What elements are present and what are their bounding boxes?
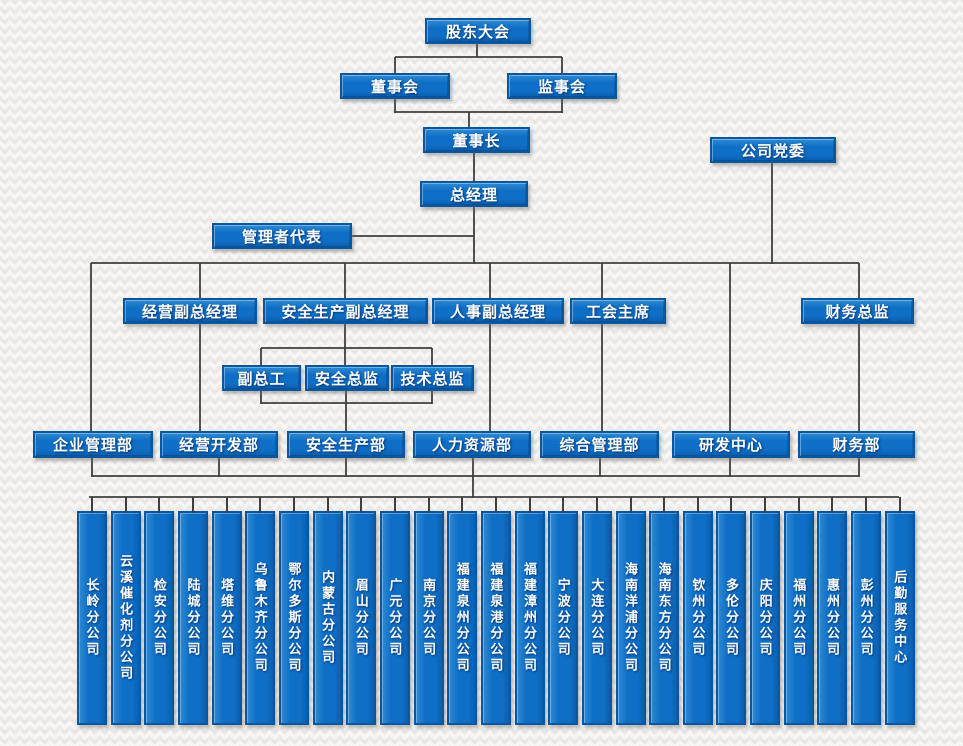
branch-box: 鄂尔多斯分公司 [278,497,309,725]
node-financial-director: 财务总监 [801,298,914,324]
branch-box: 云溪催化剂分公司 [110,497,141,725]
node-management-representative: 管理者代表 [212,223,352,249]
branch-box: 南京分公司 [413,497,444,725]
node-party-committee: 公司党委 [710,137,836,163]
node-dept-enterprise-management: 企业管理部 [33,431,153,458]
node-dept-finance: 财务部 [798,431,915,458]
node-general-manager: 总经理 [420,181,528,207]
node-dept-safety-production: 安全生产部 [287,431,405,458]
node-vp-safety-production: 安全生产副总经理 [263,298,428,324]
branches-row: 长岭分公司云溪催化剂分公司检安分公司陆城分公司塔维分公司乌鲁木齐分公司鄂尔多斯分… [77,497,915,725]
branch-box: 福建漳州分公司 [514,497,545,725]
branch-box: 多伦分公司 [716,497,747,725]
branch-box: 检安分公司 [144,497,175,725]
branch-box: 大连分公司 [581,497,612,725]
branch-box: 乌鲁木齐分公司 [245,497,276,725]
branch-box: 陆城分公司 [177,497,208,725]
node-dept-general-management: 综合管理部 [540,431,659,458]
branch-box: 海南东方分公司 [649,497,680,725]
branch-box: 钦州分公司 [682,497,713,725]
node-shareholders-meeting: 股东大会 [425,18,531,44]
branch-box: 广元分公司 [379,497,410,725]
branch-box: 塔维分公司 [211,497,242,725]
node-chairman: 董事长 [423,127,530,153]
branch-box: 内蒙古分公司 [312,497,343,725]
node-dept-human-resources: 人力资源部 [413,431,531,458]
node-supervisory-board: 监事会 [507,73,617,99]
branch-box: 彭州分公司 [851,497,882,725]
node-dept-business-development: 经营开发部 [160,431,278,458]
branch-box: 后勤服务中心 [884,497,915,725]
branch-box: 福建泉港分公司 [480,497,511,725]
node-vp-operations: 经营副总经理 [123,298,257,324]
node-safety-director: 安全总监 [305,365,389,391]
node-deputy-chief-engineer: 副总工 [222,365,301,391]
branch-box: 庆阳分公司 [750,497,781,725]
branch-box: 海南洋浦分公司 [615,497,646,725]
branch-box: 长岭分公司 [77,497,107,725]
branch-box: 宁波分公司 [548,497,579,725]
node-rd-center: 研发中心 [672,431,790,458]
node-board-of-directors: 董事会 [340,73,450,99]
branch-box: 惠州分公司 [817,497,848,725]
branch-box: 眉山分公司 [346,497,377,725]
node-vp-hr: 人事副总经理 [432,298,564,324]
branch-box: 福建泉州分公司 [447,497,478,725]
node-technology-director: 技术总监 [391,365,474,391]
node-union-chairman: 工会主席 [570,298,666,324]
branch-box: 福州分公司 [783,497,814,725]
